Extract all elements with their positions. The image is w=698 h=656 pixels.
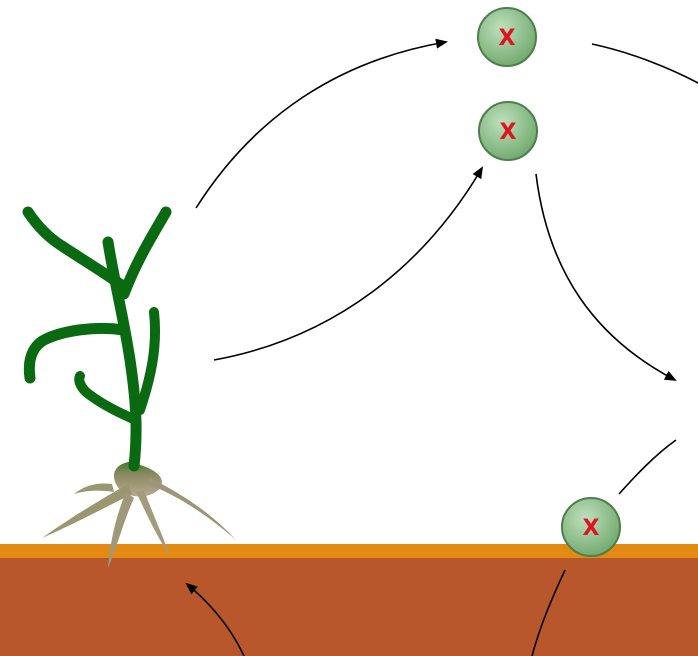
chromosome-x-label: X	[583, 516, 600, 541]
cell-top-2: X	[479, 102, 537, 160]
arrow-plant-to-second-cell	[214, 168, 482, 360]
cell-ground: X	[562, 498, 620, 556]
plant-stem	[28, 212, 166, 466]
soil	[0, 556, 698, 656]
cell-top-1: X	[478, 8, 536, 66]
chromosome-x-label: X	[499, 26, 516, 51]
chromosome-x-label: X	[500, 120, 517, 145]
arrow-right-to-ground-cell	[619, 440, 676, 494]
arrow-second-cell-right	[536, 174, 675, 380]
arrow-top-cell-right	[592, 44, 698, 84]
arrow-plant-to-top-cell	[196, 42, 446, 208]
